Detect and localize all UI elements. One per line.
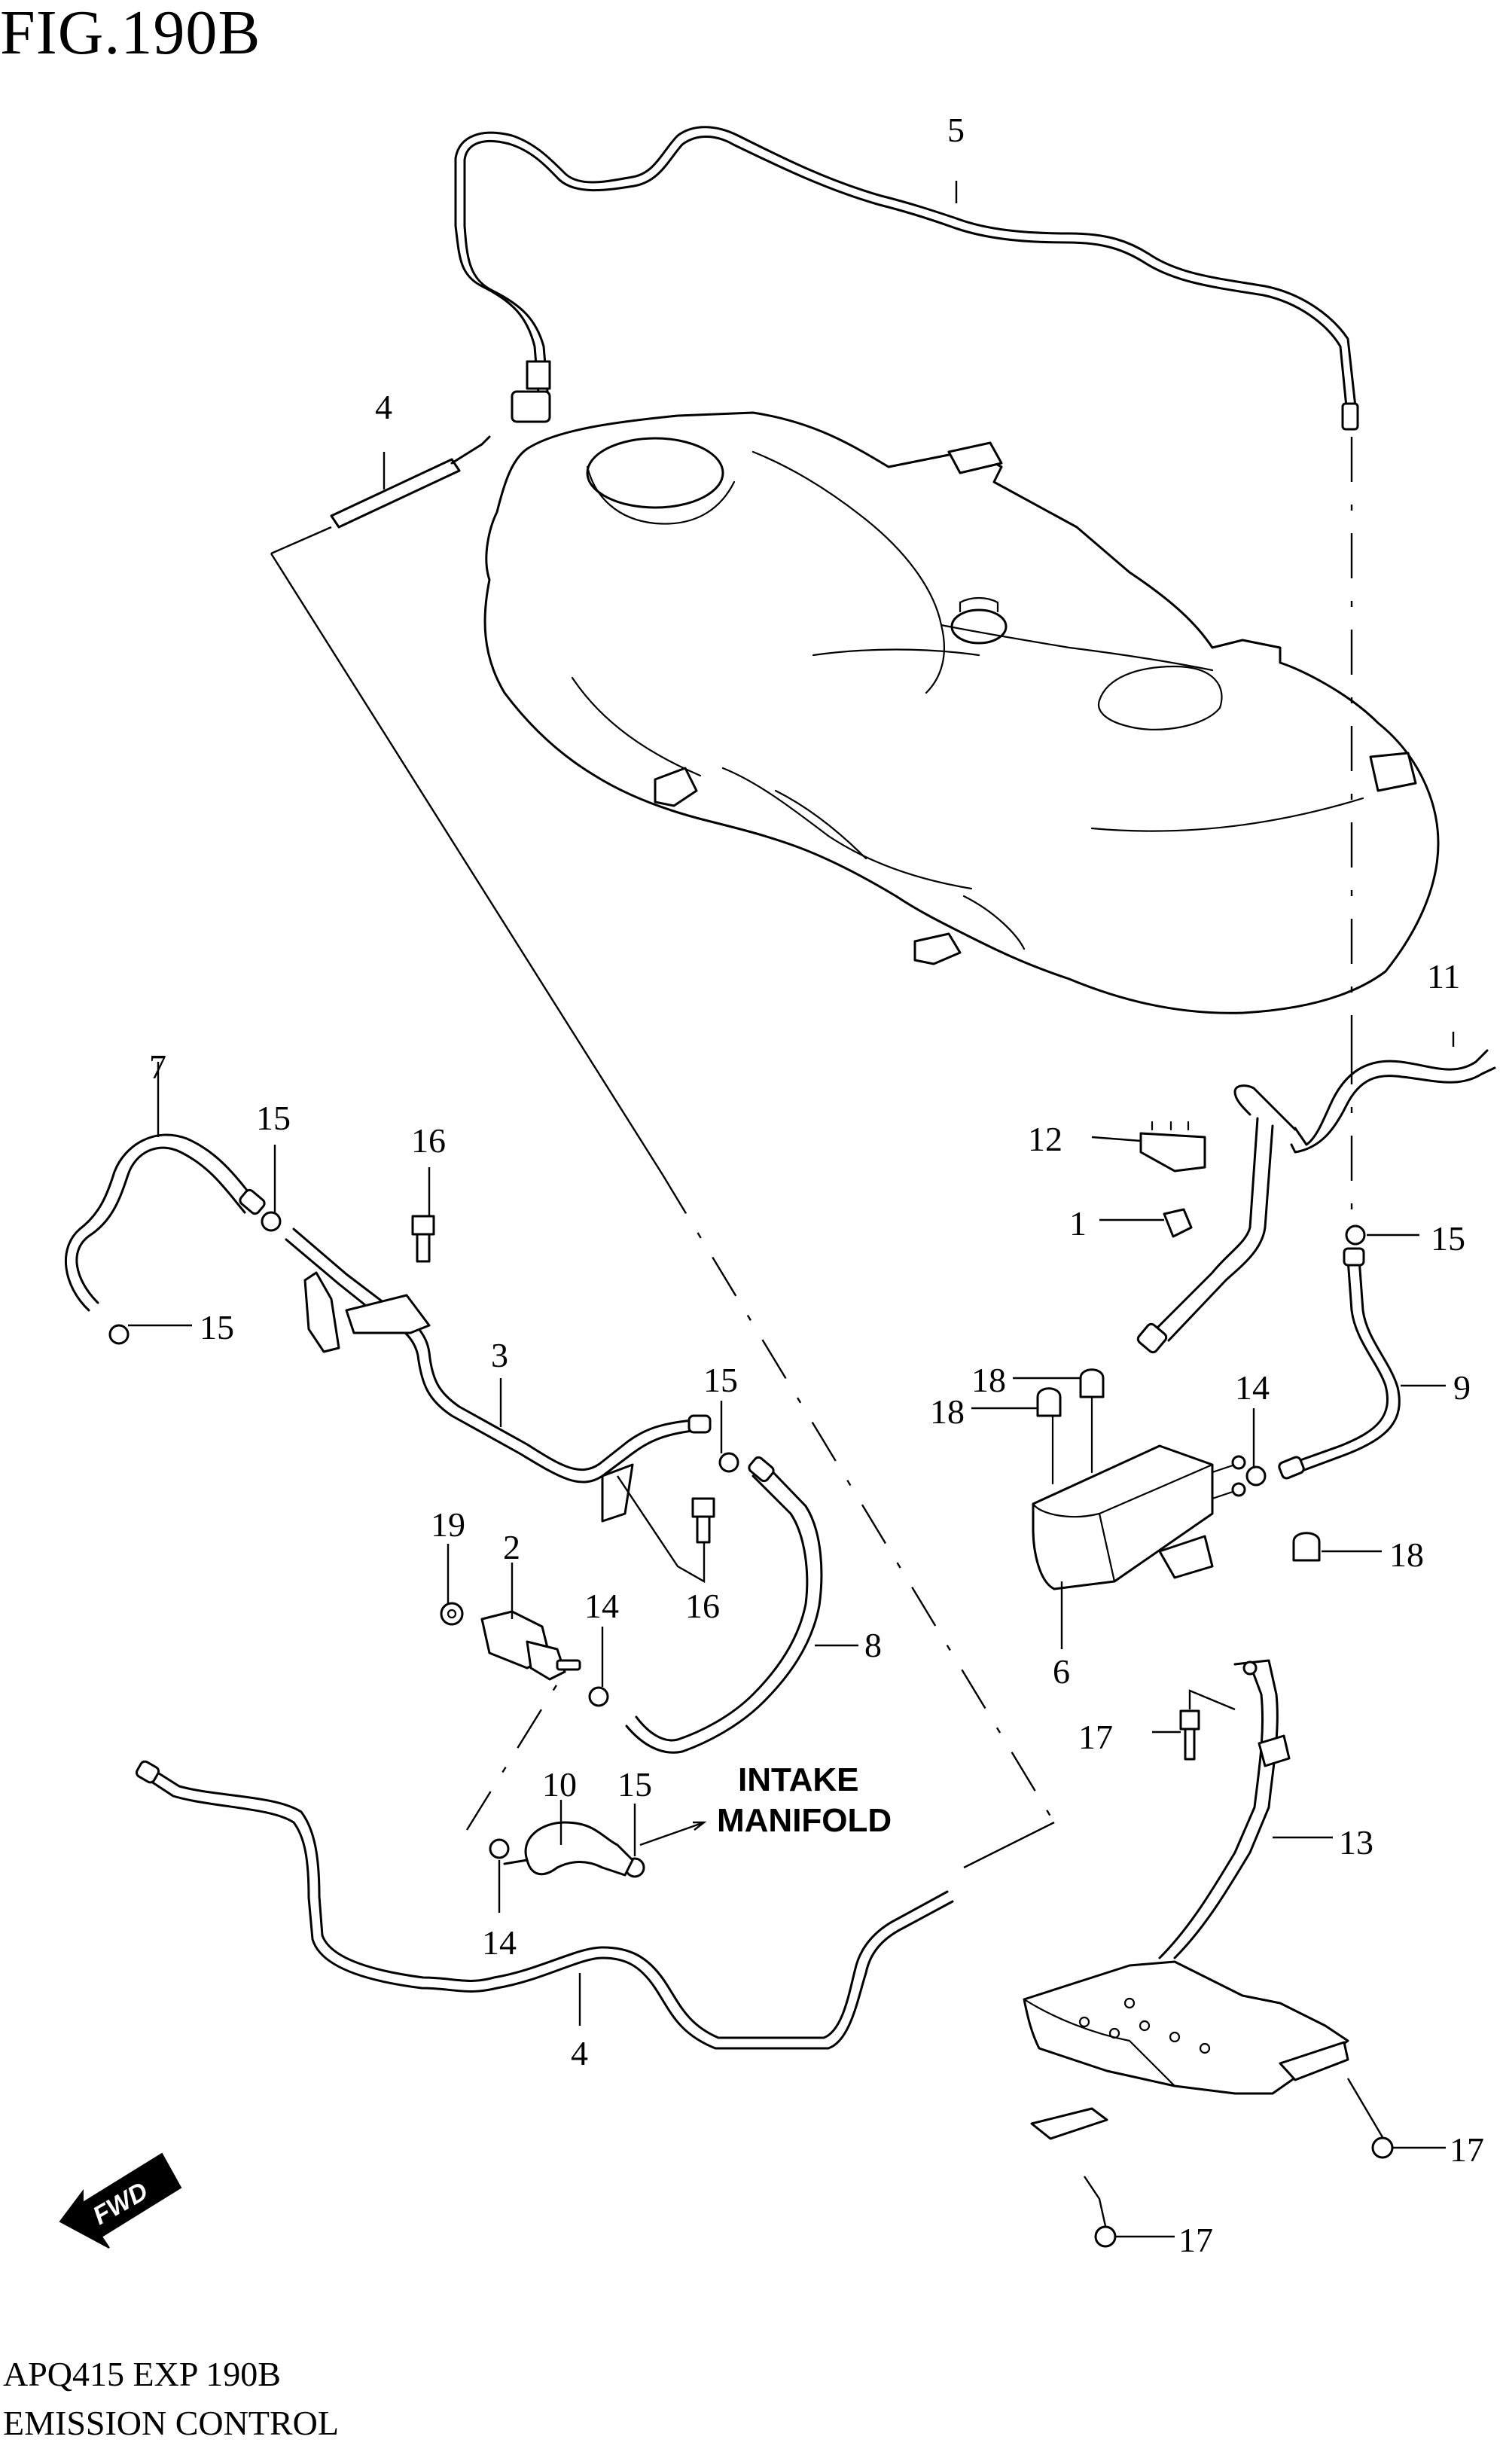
callout-18-left: 18 [930, 1392, 965, 1431]
callout-17-right: 17 [1450, 2130, 1484, 2169]
callout-12: 12 [1028, 1120, 1062, 1158]
hose-8 [625, 1456, 823, 1754]
part-12-clip [1139, 1121, 1206, 1173]
hose-10 [503, 1821, 634, 1877]
callout-10: 10 [542, 1765, 577, 1804]
clamp-14 [489, 1465, 1267, 1859]
hose-11 [1136, 1049, 1496, 1354]
figure-code: APQ415 EXP 190B [3, 2355, 281, 2393]
callout-15-bottom: 15 [617, 1765, 652, 1804]
pipe-3 [285, 1227, 712, 1523]
callout-19: 19 [431, 1505, 465, 1544]
callout-18-right: 18 [1389, 1535, 1424, 1574]
part-1 [1163, 1208, 1193, 1238]
intake-label-line2: MANIFOLD [717, 1802, 892, 1839]
callout-18-upper: 18 [971, 1361, 1006, 1399]
figure-title: FIG.190B [0, 0, 261, 68]
callout-2: 2 [503, 1528, 520, 1566]
callout-8: 8 [864, 1626, 882, 1664]
callout-17-bottom: 17 [1178, 2221, 1213, 2259]
intake-label-line1: INTAKE [738, 1761, 859, 1798]
callout-5: 5 [947, 111, 965, 149]
callout-15-center: 15 [703, 1361, 738, 1399]
leader-lines [270, 437, 1353, 1869]
callout-16-bottom: 16 [685, 1587, 720, 1625]
figure-name: EMISSION CONTROL [3, 2404, 339, 2442]
callout-17-top: 17 [1078, 1718, 1113, 1756]
callout-1: 1 [1069, 1204, 1087, 1243]
bolt-17 [1084, 1689, 1394, 2248]
hose-9 [1278, 1247, 1401, 1480]
callout-6: 6 [1053, 1652, 1070, 1691]
callout-3: 3 [491, 1336, 508, 1374]
callout-14-right: 14 [1235, 1368, 1270, 1407]
fwd-arrow: FWD [59, 2152, 182, 2249]
callout-4-bottom: 4 [571, 2034, 588, 2072]
bracket-13 [1023, 1659, 1349, 2140]
clamp-15 [108, 1211, 1366, 1878]
callout-leaders [128, 181, 1455, 2238]
callout-14-bottom: 14 [482, 1923, 517, 1962]
hose-7 [64, 1133, 266, 1312]
callout-13: 13 [1339, 1823, 1373, 1862]
callout-14-center: 14 [584, 1587, 619, 1625]
hose-5 [454, 126, 1359, 431]
callout-11: 11 [1427, 957, 1460, 996]
callout-15-top-left: 15 [256, 1099, 291, 1137]
hose-4-top [330, 435, 491, 529]
callout-9: 9 [1453, 1368, 1471, 1407]
callout-16-top: 16 [411, 1121, 446, 1160]
callout-7: 7 [149, 1048, 166, 1086]
pipe-4-bottom [135, 1760, 954, 2050]
cap-18 [1036, 1368, 1321, 1562]
callout-15-left: 15 [200, 1308, 234, 1346]
canister-6 [1032, 1444, 1246, 1590]
callout-15-right: 15 [1431, 1219, 1465, 1258]
callout-4-top: 4 [375, 388, 392, 426]
valve-2 [480, 1610, 581, 1681]
washer-19 [440, 1602, 464, 1626]
fuel-tank [483, 411, 1440, 1014]
bolt-16 [411, 1215, 715, 1544]
